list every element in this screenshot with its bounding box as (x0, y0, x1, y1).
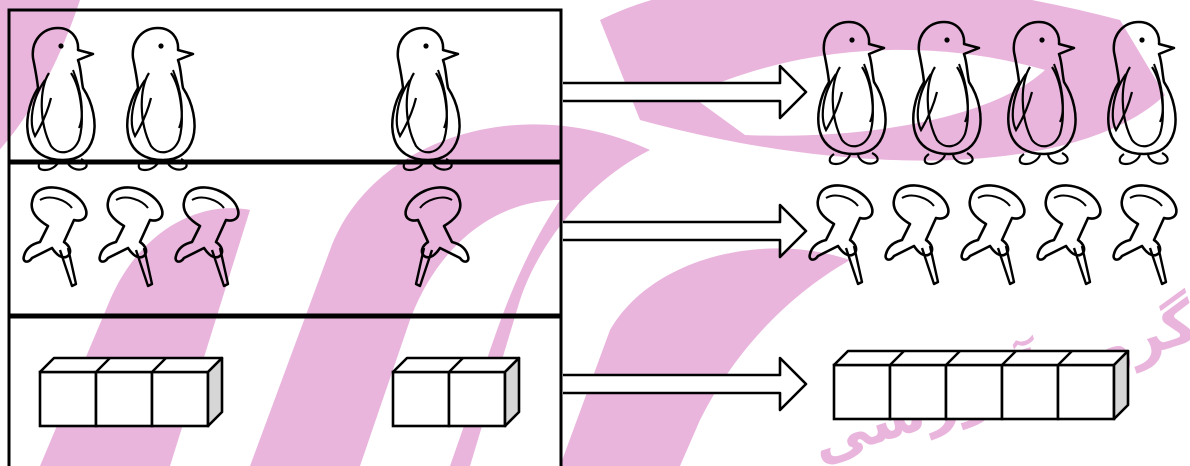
cube-icon (946, 365, 1002, 419)
arrow-icon (563, 358, 806, 410)
penguin-icon (913, 22, 980, 164)
row-penguins (27, 22, 1175, 170)
cube-icon (449, 372, 505, 426)
arrow-icon (563, 66, 806, 118)
pushpin-icon (962, 185, 1025, 284)
pushpin-icon (176, 187, 239, 286)
cube-icon (890, 365, 946, 419)
pushpin-icon (1114, 185, 1177, 284)
row-cubes (40, 351, 1128, 426)
pushpin-icon (406, 187, 469, 286)
cube-group-two (393, 358, 519, 426)
cube-group-three (40, 358, 222, 426)
pushpin-icon (810, 185, 873, 284)
row-pushpins (24, 185, 1177, 286)
cube-group-five (834, 351, 1128, 419)
pushpin-icon (100, 187, 163, 286)
arrow-icon (563, 205, 806, 257)
pushpin-icon (886, 185, 949, 284)
pushpin-icon (24, 187, 87, 286)
penguin-icon (1108, 22, 1175, 164)
cube-icon (40, 372, 96, 426)
penguin-icon (1008, 22, 1075, 164)
penguin-icon (127, 28, 194, 170)
cube-icon (1058, 365, 1114, 419)
cube-icon (393, 372, 449, 426)
penguin-icon (27, 28, 94, 170)
penguin-icon (392, 28, 459, 170)
pushpin-icon (1038, 185, 1101, 284)
penguin-icon (818, 22, 885, 164)
cube-icon (96, 372, 152, 426)
cube-icon (1002, 365, 1058, 419)
cube-icon (834, 365, 890, 419)
cube-icon (152, 372, 208, 426)
